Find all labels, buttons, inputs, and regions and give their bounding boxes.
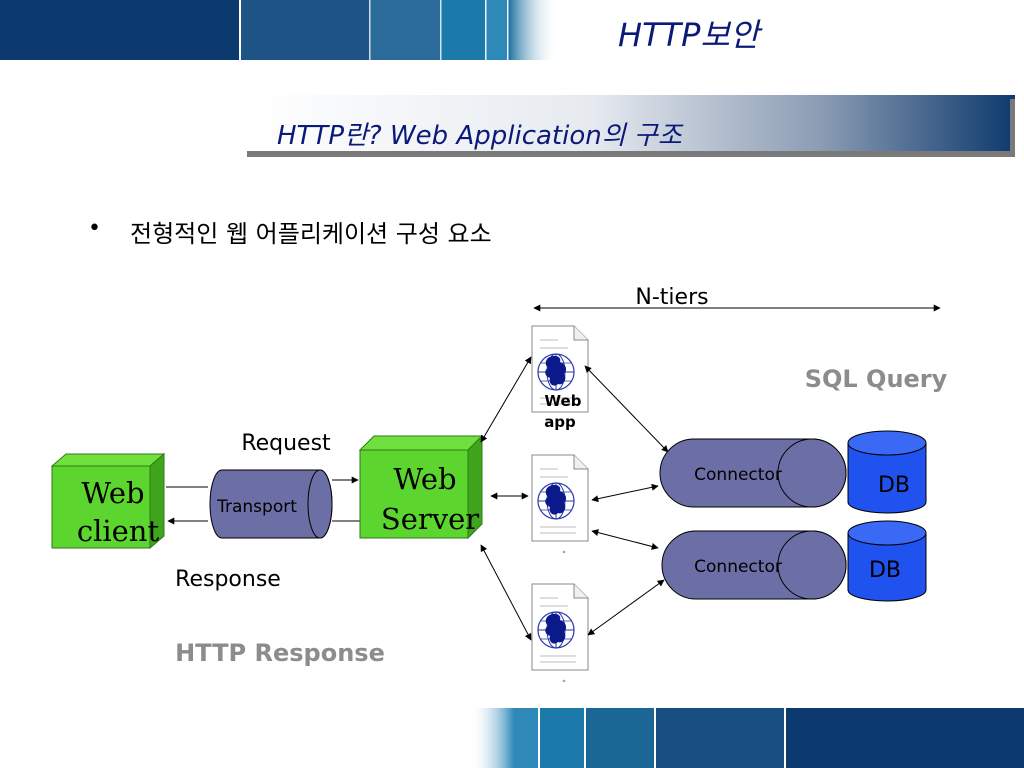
bottom-decorative-band	[470, 708, 1024, 768]
web-client-cube: Web client	[50, 452, 166, 550]
db-2-label: DB	[869, 558, 901, 583]
web-client-label-line1: Web	[81, 476, 144, 510]
app1-connector1-arrow	[584, 365, 669, 453]
app3-connector2-arrow	[587, 579, 665, 636]
connector-2-label: Connector	[694, 557, 782, 577]
db-cylinder-1: DB	[847, 430, 927, 514]
slide-title: HTTP보안	[618, 16, 760, 54]
request-label: Request	[241, 431, 331, 456]
web-app-label-line2: app	[544, 413, 576, 431]
web-server-label-line1: Web	[393, 462, 456, 496]
n-tiers-label: N-tiers	[635, 285, 708, 310]
web-app-doc3-mark: *	[563, 679, 566, 686]
web-server-label-line2: Server	[381, 502, 479, 536]
connector-1-label: Connector	[694, 465, 782, 485]
connector-cylinder-2: Connector	[661, 530, 847, 600]
response-label: Response	[175, 567, 281, 592]
web-app-label-line1: Web	[545, 392, 582, 410]
web-app-doc2-mark: *	[563, 550, 566, 557]
web-app-document-3: *	[531, 583, 589, 686]
web-server-cube: Web Server	[358, 434, 484, 540]
db-1-label: DB	[878, 473, 910, 498]
server-app3-arrow	[480, 544, 532, 641]
web-app-document-2: *	[531, 454, 589, 557]
app2-connector1-arrow	[591, 483, 659, 503]
subtitle-bar	[247, 95, 1015, 157]
http-response-label: HTTP Response	[175, 639, 385, 667]
server-app1-arrow	[480, 356, 532, 443]
transport-label: Transport	[216, 497, 297, 517]
db-cylinder-2: DB	[847, 520, 927, 602]
web-app-document-1: Web app	[531, 325, 589, 431]
top-decorative-band	[0, 0, 558, 60]
web-client-label-line2: client	[77, 514, 160, 548]
bullet-text: 전형적인 웹 어플리케이션 구성 요소	[130, 220, 492, 248]
transport-cylinder: Transport	[209, 469, 333, 539]
app2-connector2-arrow	[591, 529, 659, 550]
sql-query-label: SQL Query	[805, 365, 948, 393]
connector-cylinder-1: Connector	[659, 438, 847, 508]
bullet-dot: •	[88, 216, 101, 241]
slide-subtitle: HTTP란? Web Application의 구조	[277, 121, 682, 151]
